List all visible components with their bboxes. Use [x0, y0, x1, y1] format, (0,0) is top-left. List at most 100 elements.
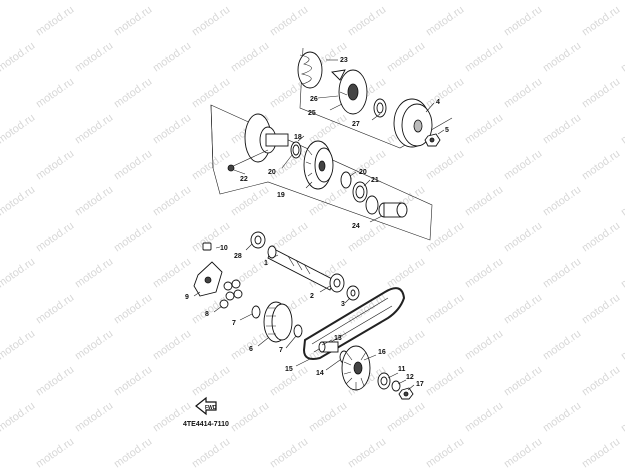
- watermark-text: motod.ru: [73, 256, 115, 291]
- watermark-text: motod.ru: [541, 400, 583, 435]
- callout-18: 18: [294, 134, 302, 141]
- watermark-text: motod.ru: [34, 76, 76, 111]
- watermark-text: motod.ru: [268, 436, 310, 468]
- callout-17: 17: [416, 381, 424, 388]
- callout-23: 23: [340, 57, 348, 64]
- watermark-text: motod.ru: [346, 148, 388, 183]
- washer-27: [373, 98, 387, 118]
- watermark-text: motod.ru: [424, 148, 466, 183]
- callout-28: 28: [234, 253, 242, 260]
- watermark-text: motod.ru: [73, 40, 115, 75]
- watermark-text: motod.ru: [112, 220, 154, 255]
- bolt-13: [318, 341, 339, 353]
- watermark-text: motod.ru: [0, 256, 37, 291]
- callout-4: 4: [436, 99, 440, 106]
- watermark-text: motod.ru: [73, 184, 115, 219]
- roller-weights-8: [219, 279, 243, 309]
- callout-20b: 20: [359, 169, 367, 176]
- watermark-text: motod.ru: [619, 40, 625, 75]
- primary-shaft: [267, 245, 335, 291]
- o-ring-20b: [365, 195, 379, 215]
- watermark-text: motod.ru: [34, 292, 76, 327]
- watermark-text: motod.ru: [502, 436, 544, 468]
- watermark-text: motod.ru: [541, 40, 583, 75]
- callout-10: 10: [220, 245, 228, 252]
- watermark-text: motod.ru: [34, 4, 76, 39]
- watermark-text: motod.ru: [151, 0, 193, 2]
- watermark-text: motod.ru: [385, 328, 427, 363]
- washer-3: [346, 285, 360, 301]
- nut-5: [424, 133, 441, 147]
- watermark-text: motod.ru: [541, 328, 583, 363]
- watermark-text: motod.ru: [229, 400, 271, 435]
- watermark-text: motod.ru: [502, 364, 544, 399]
- watermark-text: motod.ru: [580, 220, 622, 255]
- oil-seal-21: [352, 181, 368, 203]
- callout-21: 21: [371, 177, 379, 184]
- watermark-text: motod.ru: [463, 328, 505, 363]
- watermark-text: motod.ru: [34, 220, 76, 255]
- watermark-text: motod.ru: [229, 40, 271, 75]
- watermark-text: motod.ru: [151, 40, 193, 75]
- watermark-text: motod.ru: [190, 436, 232, 468]
- fwd-arrow: FWD: [195, 396, 217, 416]
- watermark-text: motod.ru: [580, 76, 622, 111]
- washer-7a: [251, 305, 261, 319]
- outline-segment: [210, 104, 214, 169]
- collar-24: [378, 202, 408, 218]
- sliding-sheave: [303, 140, 334, 190]
- watermark-text: motod.ru: [385, 256, 427, 291]
- watermark-text: motod.ru: [502, 76, 544, 111]
- watermark-text: motod.ru: [424, 364, 466, 399]
- callout-numbers: 23 26 25 27 4 5 18 20 22 19 20 21 24 10 …: [185, 57, 449, 388]
- watermark-text: motod.ru: [580, 292, 622, 327]
- callout-19: 19: [277, 192, 285, 199]
- watermark-text: motod.ru: [112, 148, 154, 183]
- watermark-text: motod.ru: [190, 364, 232, 399]
- callout-9: 9: [185, 294, 189, 301]
- leader-lines: [193, 59, 445, 391]
- fixed-sheave: [227, 113, 289, 172]
- watermark-text: motod.ru: [0, 0, 37, 2]
- watermark-text: motod.ru: [112, 292, 154, 327]
- primary-pulley-6: [263, 301, 293, 343]
- watermark-text: motod.ru: [34, 148, 76, 183]
- washer-11: [377, 372, 391, 390]
- watermark-text: motod.ru: [0, 112, 37, 147]
- watermark-text: motod.ru: [580, 148, 622, 183]
- pin-26: [339, 91, 348, 96]
- watermark-text: motod.ru: [463, 184, 505, 219]
- watermark-text: motod.ru: [346, 4, 388, 39]
- o-ring-20a: [340, 171, 352, 189]
- watermark-text: motod.ru: [385, 40, 427, 75]
- watermark-text: motod.ru: [229, 184, 271, 219]
- callout-5: 5: [445, 127, 449, 134]
- washer-12: [391, 380, 401, 392]
- callout-1: 1: [264, 260, 268, 267]
- callout-6: 6: [249, 346, 253, 353]
- clutch-housing: [393, 98, 433, 148]
- clip-10: [202, 242, 212, 251]
- o-ring-18: [290, 141, 302, 159]
- watermark-text: motod.ru: [502, 220, 544, 255]
- callout-24: 24: [352, 223, 360, 230]
- watermark-text: motod.ru: [541, 0, 583, 2]
- callout-16: 16: [378, 349, 386, 356]
- watermark-text: motod.ru: [151, 256, 193, 291]
- watermark-text: motod.ru: [619, 0, 625, 2]
- watermark-text: motod.ru: [463, 0, 505, 2]
- watermark-text: motod.ru: [424, 436, 466, 468]
- watermark-text: motod.ru: [151, 400, 193, 435]
- watermark-text: motod.ru: [73, 400, 115, 435]
- watermark-text: motod.ru: [112, 76, 154, 111]
- watermark-text: motod.ru: [619, 184, 625, 219]
- watermark-text: motod.ru: [502, 4, 544, 39]
- callout-2: 2: [310, 293, 314, 300]
- watermark-text: motod.ru: [346, 436, 388, 468]
- watermark-text: motod.ru: [619, 400, 625, 435]
- watermark-text: motod.ru: [619, 256, 625, 291]
- watermark-text: motod.ru: [0, 40, 37, 75]
- watermark-text: motod.ru: [619, 328, 625, 363]
- callout-15: 15: [285, 366, 293, 373]
- watermark-text: motod.ru: [190, 4, 232, 39]
